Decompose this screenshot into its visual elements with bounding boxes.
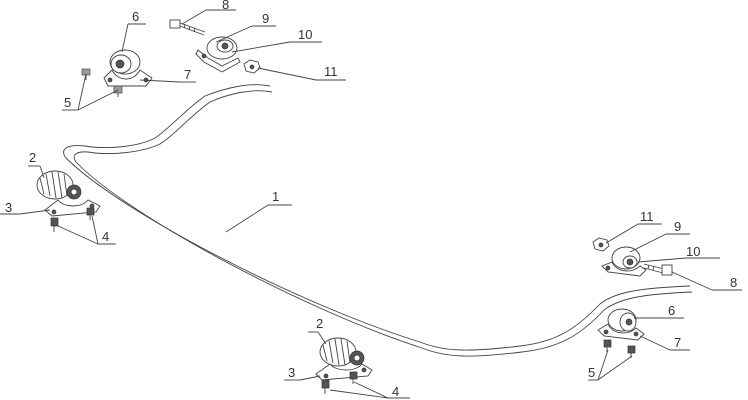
callout-1: 1	[272, 189, 279, 204]
callout-labels: 1 6 7 5 8 9 10 11 2 3 4 2 3 4 11 9 10 8 …	[5, 0, 737, 399]
callout-5-top-left: 5	[64, 95, 71, 110]
callout-9-top: 9	[262, 11, 269, 26]
bushing-6-bottom-right	[607, 308, 637, 332]
callout-7-bottom-right: 7	[674, 335, 681, 350]
callout-3-bottom: 3	[288, 365, 295, 380]
bolt-8-top	[169, 19, 206, 36]
bolt-4-bottom-b	[349, 371, 358, 384]
callout-11-top: 11	[324, 64, 338, 79]
bolt-5-top-left-b	[113, 85, 123, 97]
clamp-3-bottom	[315, 363, 373, 381]
stabilizer-bar	[63, 84, 693, 357]
bolt-4-left-b	[86, 207, 95, 220]
bolt-8-right	[643, 263, 673, 276]
bushing-6-top-left	[109, 49, 141, 75]
leader-lines	[0, 9, 742, 399]
clamp-7-bottom-right	[597, 323, 645, 341]
callout-11-right: 11	[640, 209, 654, 224]
callout-3-left: 3	[5, 200, 12, 215]
bushing-2-bottom	[319, 337, 365, 367]
callout-7-top-left: 7	[184, 67, 191, 82]
callout-9-right: 9	[674, 219, 681, 234]
bushing-9-top	[206, 36, 238, 60]
bolt-4-bottom-a	[321, 379, 330, 394]
bushing-2-left	[36, 170, 82, 200]
nut-11-top	[243, 59, 261, 74]
nut-11-right	[592, 237, 610, 252]
bolt-5-bottom-right-a	[603, 339, 612, 352]
callout-8-top: 8	[222, 0, 229, 12]
clamp-10-right	[601, 261, 647, 277]
clamp-10-top	[195, 49, 241, 73]
callout-10-top: 10	[298, 27, 312, 42]
callout-2-bottom: 2	[316, 316, 323, 331]
callout-6-bottom-right: 6	[668, 303, 675, 318]
callout-4-bottom: 4	[392, 384, 399, 399]
callout-2-left: 2	[29, 150, 36, 165]
bolt-4-left-a	[50, 217, 59, 232]
callout-8-right: 8	[730, 275, 737, 290]
callout-5-bottom-right: 5	[588, 365, 595, 380]
callout-10-right: 10	[686, 244, 700, 259]
bushing-9-right	[611, 246, 641, 270]
callout-6-top-left: 6	[132, 9, 139, 24]
clamp-3-left	[44, 199, 101, 217]
callout-4-left: 4	[102, 229, 109, 244]
